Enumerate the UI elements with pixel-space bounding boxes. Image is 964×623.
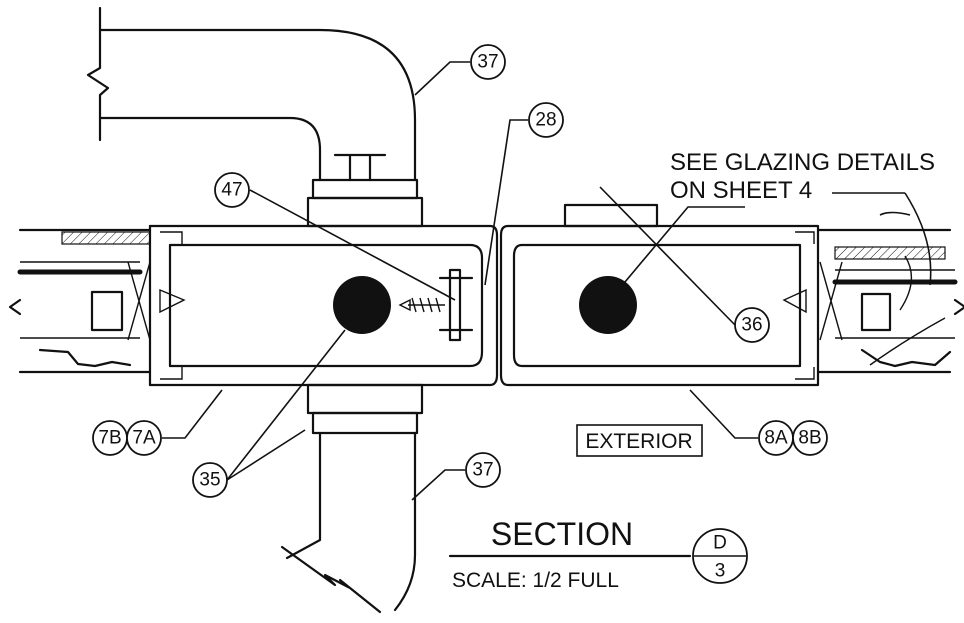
svg-text:7A: 7A bbox=[132, 428, 156, 449]
glazing-note-line1: SEE GLAZING DETAILS bbox=[670, 149, 935, 176]
leader-lines bbox=[162, 61, 911, 501]
svg-text:7B: 7B bbox=[98, 428, 121, 449]
svg-text:8A: 8A bbox=[764, 428, 788, 449]
left-pivot-dot bbox=[333, 276, 391, 334]
callout-8b: 8B bbox=[792, 420, 828, 456]
sheet-number: 3 bbox=[715, 561, 726, 582]
svg-text:36: 36 bbox=[741, 315, 762, 336]
svg-text:28: 28 bbox=[535, 110, 556, 131]
svg-text:37: 37 bbox=[477, 52, 498, 73]
svg-text:35: 35 bbox=[199, 470, 220, 491]
detail-letter: D bbox=[713, 533, 727, 554]
callout-35: 35 bbox=[192, 462, 228, 498]
right-pivot-dot bbox=[579, 276, 637, 334]
detail-reference-bubble: D 3 bbox=[692, 528, 748, 584]
svg-text:47: 47 bbox=[221, 180, 242, 201]
exterior-label: EXTERIOR bbox=[585, 430, 692, 453]
left-door-stile bbox=[8, 224, 499, 387]
callout-37-bottom: 37 bbox=[465, 452, 501, 488]
callout-37-top: 37 bbox=[470, 44, 506, 80]
callout-8a: 8A bbox=[758, 420, 794, 456]
callout-7b: 7B bbox=[92, 420, 128, 456]
callout-36: 36 bbox=[734, 307, 770, 343]
svg-text:8B: 8B bbox=[798, 428, 821, 449]
lower-pull-handle bbox=[280, 383, 424, 614]
scale-label: SCALE: 1/2 FULL bbox=[452, 569, 619, 592]
callout-7a: 7A bbox=[126, 420, 162, 456]
glazing-note-arrow bbox=[904, 192, 932, 286]
right-door-stile bbox=[499, 203, 964, 387]
svg-text:37: 37 bbox=[472, 460, 493, 481]
glazing-note-line2: ON SHEET 4 bbox=[670, 177, 812, 204]
exterior-box bbox=[576, 424, 703, 457]
section-title: SECTION bbox=[491, 516, 633, 552]
callout-28: 28 bbox=[528, 102, 564, 138]
callout-47: 47 bbox=[214, 172, 250, 208]
